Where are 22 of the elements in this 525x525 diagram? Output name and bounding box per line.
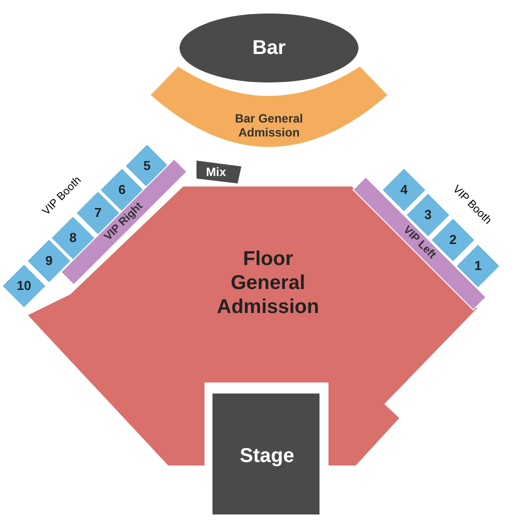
booth-number: 4 [400,182,408,198]
booth-seat [2,264,46,308]
booth-number: 10 [16,278,32,294]
section-label: Bar General Admission [234,112,304,140]
booth-number: 5 [143,158,151,174]
section-label: Floor General Admission [216,247,320,319]
section-label: Stage [240,444,294,468]
booth-number: 6 [118,182,126,198]
section-label: Bar [252,36,286,60]
booth-seat [51,216,95,260]
section-label: Mix [206,164,226,180]
bar-ga-section [150,66,388,148]
booth-number: 7 [94,205,102,221]
stage [212,393,320,515]
booth-number: 3 [424,207,432,223]
booth-number: 9 [45,253,53,269]
booth-number: 8 [69,230,77,246]
booth-number: 2 [449,232,457,248]
booth-number: 1 [474,258,482,274]
bar-area [179,13,359,83]
booth-seat [456,244,500,288]
booth-seat [382,168,426,212]
